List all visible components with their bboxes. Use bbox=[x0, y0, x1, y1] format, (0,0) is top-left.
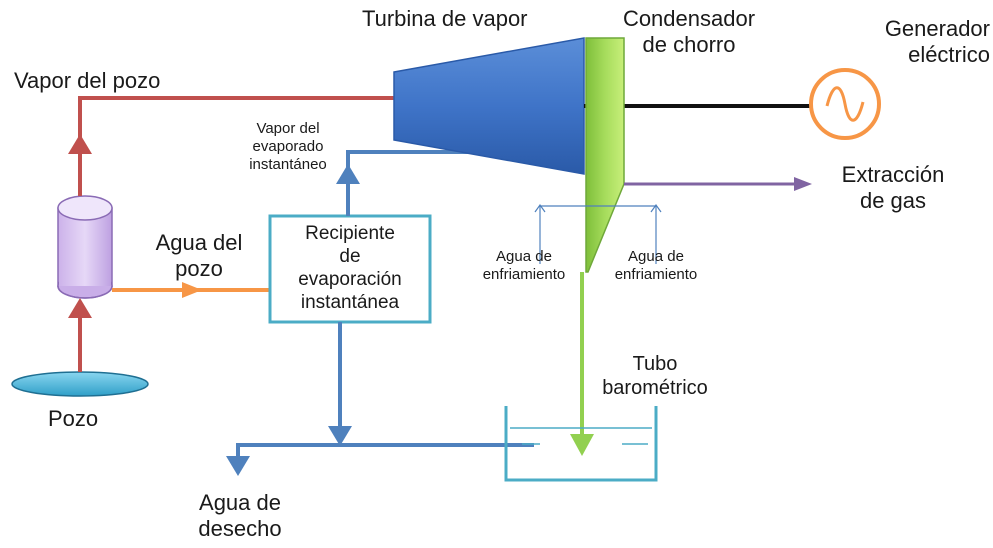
well-steam-pipe bbox=[78, 96, 394, 196]
cooling-water-left-line1: Agua de bbox=[496, 248, 552, 265]
cooling-water-bracket bbox=[534, 203, 662, 264]
well-water-label-line1: Agua del bbox=[155, 230, 243, 255]
hotwell-tank bbox=[504, 406, 658, 482]
well-label: Pozo bbox=[48, 406, 99, 431]
well-shape bbox=[11, 371, 149, 397]
generator-sine-icon bbox=[825, 86, 865, 122]
barometric-label-line1: Tubo bbox=[632, 353, 678, 375]
waste-water-pipe bbox=[236, 443, 534, 462]
separator-vessel bbox=[57, 195, 113, 299]
cooling-water-right-label: Agua de enfriamiento bbox=[596, 248, 716, 284]
vessel-drain-arrow bbox=[328, 426, 352, 446]
barometric-label-line2: barométrico bbox=[602, 377, 708, 399]
well-steam-arrow bbox=[68, 134, 92, 154]
waste-water-arrow bbox=[226, 456, 250, 476]
gas-extraction-line1: Extracción bbox=[841, 162, 945, 187]
barometric-arrow bbox=[570, 434, 594, 456]
turbine-label: Turbina de vapor bbox=[362, 6, 528, 31]
flash-steam-arrow bbox=[336, 164, 360, 184]
barometric-label: Tubo barométrico bbox=[590, 352, 720, 400]
flash-steam-label: Vapor del evaporado instantáneo bbox=[222, 120, 354, 174]
flash-steam-label-line1: Vapor del bbox=[256, 120, 320, 137]
waste-water-label: Agua de desecho bbox=[180, 490, 300, 543]
generator-label-line2: eléctrico bbox=[908, 42, 990, 68]
gas-extraction-label: Extracción de gas bbox=[818, 162, 968, 215]
generator-label-line1: Generador bbox=[884, 16, 990, 41]
flash-steam-pipe bbox=[346, 150, 472, 216]
gas-extraction-arrow bbox=[794, 177, 812, 191]
well-steam-label: Vapor del pozo bbox=[14, 68, 161, 93]
generator-label: Generador eléctrico bbox=[866, 16, 990, 69]
flash-vessel-label-line4: instantánea bbox=[300, 291, 400, 313]
jet-condenser-shape bbox=[585, 37, 625, 273]
flash-steam-label-line3: instantáneo bbox=[249, 156, 327, 173]
flash-steam-label-line2: evaporado bbox=[252, 138, 324, 155]
well-water-arrow bbox=[182, 282, 202, 298]
flash-vessel-label: Recipiente de evaporación instantánea bbox=[270, 216, 430, 322]
waste-water-line2: desecho bbox=[198, 516, 282, 542]
cooling-water-right-line2: enfriamiento bbox=[614, 266, 698, 283]
condenser-label-line2: de chorro bbox=[642, 32, 736, 58]
steam-turbine-shape bbox=[393, 37, 585, 175]
well-to-separator-arrow bbox=[68, 298, 92, 318]
flash-vessel-label-line1: Recipiente bbox=[305, 223, 395, 245]
flash-vessel-label-line2: de bbox=[339, 246, 361, 268]
flash-vessel-label-line3: evaporación bbox=[298, 269, 402, 290]
well-water-label: Agua del pozo bbox=[142, 230, 256, 283]
waste-water-line1: Agua de bbox=[199, 490, 281, 515]
well-water-label-line2: pozo bbox=[175, 256, 223, 282]
condenser-label-line1: Condensador bbox=[622, 6, 756, 31]
cooling-water-right-line1: Agua de bbox=[628, 248, 684, 265]
condenser-label: Condensador de chorro bbox=[606, 6, 772, 59]
cooling-water-left-label: Agua de enfriamiento bbox=[464, 248, 584, 284]
cooling-water-left-line2: enfriamiento bbox=[482, 266, 566, 283]
flash-vessel-box bbox=[268, 214, 432, 324]
gas-extraction-line2: de gas bbox=[859, 188, 927, 214]
